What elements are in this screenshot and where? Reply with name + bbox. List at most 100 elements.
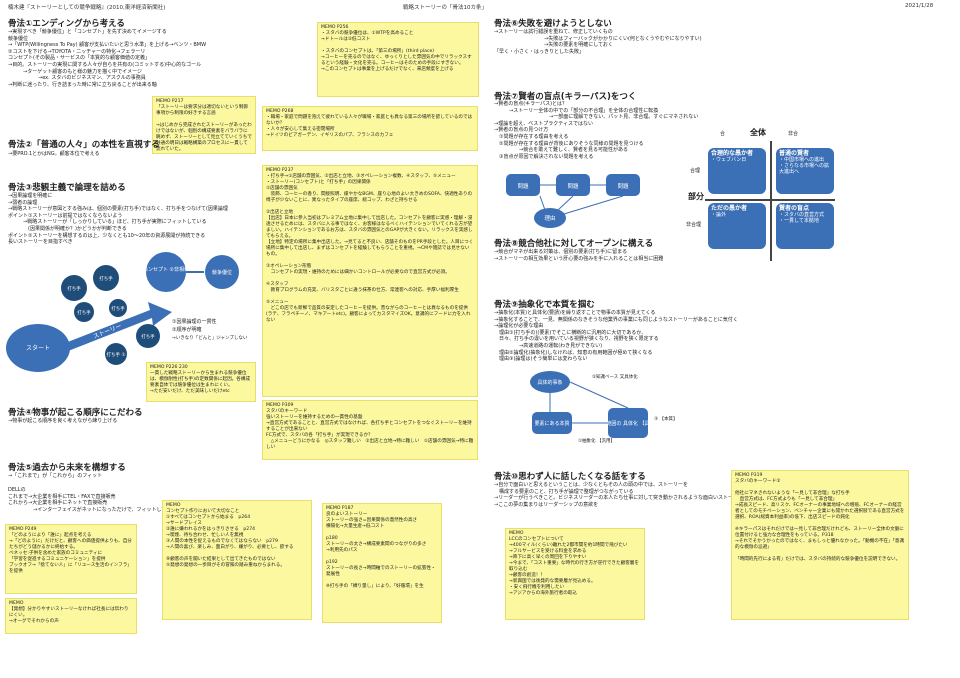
memo-p268: MEMO P268 ・職場・家庭で問題を抱えて疲れている人々が職場・家庭とも異な…	[262, 106, 478, 151]
section-body-3: →因果論理を明確に →弱者の論理 →戦略ストーリーが意図とする強みは、個別の要素…	[8, 193, 228, 246]
memo-p319: MEMO P319 スタバのキーワード② 他社にマネされないような「一見して非合…	[731, 470, 909, 620]
section-body-1: →実現すべき「競争優位」と「コンセプト」を先ず決めてイメージする 競争優位 →「…	[8, 29, 206, 88]
text-line: →「これまで」が「これから」のフィット	[8, 473, 103, 479]
advantage-label: 競争優位	[212, 269, 232, 276]
reason-label: 理由	[544, 214, 555, 222]
axis-g: 合	[720, 131, 726, 137]
abstraction-cycle: 具体的事象 要素にある本質 応用範囲の 具体化 【具体】 ②知識ベース 又具体化…	[530, 371, 677, 444]
cycle-arrow	[569, 381, 629, 409]
memo-p237: MEMO P237 ・打ち手→①店舗の雰囲気、②出店と立地、③オペレーション複数…	[262, 165, 478, 397]
text-line: →賢者の盲点の見つけ方	[494, 127, 549, 134]
dell-notes: DELLの これまで→大企業を相手にTEL・FAXで直接販売 これから→大企業を…	[8, 487, 166, 513]
memo-p226: MEMO P226 230 一貫した戦略ストーリーから生まれる競争優位は、模倣耐…	[146, 362, 256, 402]
flow-arrow	[563, 195, 624, 215]
memo-p187: MEMO P187 良のよいストーリー ストーリーの強さ=因果関係の蓋然性の高さ…	[322, 503, 442, 623]
story-arrow	[60, 302, 172, 353]
text-line: 日々、打ち手の違いを用いている視野が狭くなり、視野を狭く限定する	[494, 336, 659, 343]
section-body-4: →物事が起こる順序を良く考えながら練り上げる	[8, 418, 117, 425]
section-heading-10: 骨法⑩思わず人に話したくなる話をする	[494, 472, 646, 482]
section-body-6: →ストーリーは試行錯誤を重ねて、修正していくもの →失敗はフィーバックがかかりに…	[494, 29, 702, 55]
text-line: ①問題が存在する理由を考える	[494, 133, 569, 140]
text-line: →目的。ストーリーの実現に関する人々が自らを共有の(コミットする)中心的なゴール	[8, 61, 202, 68]
section-heading-9: 骨法⑨抽象化で本質を掴む	[494, 300, 595, 310]
section-heading-3: 骨法③悲観主義で論理を詰める	[8, 183, 126, 193]
diagram-note: →いきなり「どんと」ジャンプしない	[172, 334, 248, 341]
text-line: →論理化が必要な理由	[494, 323, 544, 330]
move-label: 打ち手	[99, 275, 113, 282]
section-body-2: →要PRO.1とかはNG。顧客本位で考える	[8, 151, 99, 158]
text-line: →自分で面白いと思えるということは、少なくともその人の頭の中では、ストーリーを	[494, 482, 688, 488]
text-line: →戦略ストーリーが「しっかりしている」ほど、打ち手が実際にフィットしている	[8, 219, 207, 226]
story-label: ストーリー	[92, 323, 122, 341]
axis-whole: 全体	[750, 128, 766, 137]
text-line: →抽象化することで、一見、無関係のなきそうな他業界の事業にも同じようなストーリー…	[494, 316, 738, 323]
text-line: →因果論理を明確に	[8, 193, 53, 199]
section-body-9: →抽象化(本質)と具体化(要請)を繰り返すことで物事の本質が見えてくる →抽象化…	[494, 310, 738, 363]
text-line: これから→大企業を相手にネットで直接販売	[8, 500, 108, 507]
text-line: →失敗はフィーバックがかかりにくい(何となくうやむやになりやすい)	[494, 35, 702, 42]
diagram-note: ①因果論理の一貫性	[172, 318, 216, 325]
cycle-node	[530, 371, 570, 393]
problem-box	[606, 174, 640, 196]
move-label: 打ち手	[111, 305, 125, 312]
move-circle	[109, 299, 127, 317]
diagram-note: ②順序が明確	[172, 326, 201, 333]
cycle-label: 応用範囲の 具体化 【具体】	[596, 420, 659, 427]
concept-label: コンセプト ②非相利	[143, 266, 189, 273]
memo-lcc: MEMO LCCのコンセプトについて →400マイル(くらい)離れた2都市間を約…	[505, 528, 645, 620]
cycle-label: 要素にある本質	[534, 420, 569, 427]
memo-p249: MEMO P249 「どのようにより「誰に」起点を考える →「どのように」だけだ…	[5, 524, 137, 594]
quadrant-ordinary-wise: 普通の賢者・中国市場への進出 ・さらなる市場への拡大進出へ	[776, 148, 834, 194]
problem-box	[556, 174, 590, 196]
text-line: 理由①(打ち手の)(要素)でそこに横断的に汎用的に大切であるか、	[494, 329, 647, 336]
text-line: →ストーリー全体の中での「部分の不合理」を全体の合理性に転換	[494, 107, 659, 114]
cycle-note: ①抽象化 【汎用】	[578, 437, 615, 444]
move-label: 打ち手	[77, 309, 91, 316]
header-center: 戦略ストーリーの「骨法10カ条」	[403, 5, 487, 11]
memo-p256: MEMO P256 ・スタバの競争優位は、①WTPを高めること →ドトールは②低…	[317, 22, 479, 97]
reason-circle	[534, 208, 566, 228]
text-line: →ここの夢の集まりはリーダーシップの意欲を	[494, 501, 599, 508]
text-line: →要PRO.1とかはNG。顧客本位で考える	[8, 151, 100, 157]
flow-arrow	[539, 195, 546, 211]
section-heading-1: 骨法①エンディングから考える	[8, 19, 125, 29]
text-line: ポイント②ストーリーを構想するのは上、少なくとも10～20年の資源展開が持続でき…	[8, 232, 206, 239]
text-line: 理由②論理化(抽象化)しなければ、知恵の有用範囲が極めて狭くなる	[494, 349, 653, 356]
text-line: →抽象化(本質)と具体化(要請)を繰り返すことで物事の本質が見えてくる	[494, 310, 656, 316]
section-heading-5: 骨法⑤過去から未来を構想する	[8, 463, 126, 473]
move-circle	[93, 265, 119, 291]
quadrant-wise-blindspot: 賢者の盲点・スタバの直営方式 ・一貫して本拠地	[776, 203, 834, 249]
story-diagram: スタート ストーリー コンセプト ②非相利 競争優位 打ち手 打ち手 打ち手 打…	[6, 252, 248, 372]
text-line: →ターゲット顧客のもと様の魅力を描く中でイメージ	[8, 68, 142, 75]
text-line: →判断に迷ったり、行き詰まった時に常に立ち戻ることが出来る軸	[8, 81, 157, 88]
text-line: ポイント①ストーリーは前提ではなくならないよう	[8, 212, 123, 219]
text-line: →理論を超え、ベストプラクティスではない	[494, 120, 593, 127]
move-circle	[136, 324, 160, 348]
section-heading-8: 骨法⑧競合他社に対してオープンに構える	[494, 239, 654, 249]
memo-p217: MEMO P217 「ストーリーは要求分は適切ないという制御事項から制限の好きす…	[152, 96, 256, 154]
text-line: (因果関係が明確か？)かどうかが判断できる	[8, 225, 127, 232]
move-label: 打ち手	[67, 285, 81, 292]
move-circle	[61, 275, 87, 301]
text-line: →戦略ストーリーが意図とする強みは、個別の要素(打ち手)ではなく、打ち手をつなげ…	[8, 206, 228, 213]
text-line: →ストーリーは試行錯誤を重ねて、修正していくもの	[494, 29, 613, 35]
move-label: 打ち手 ①	[107, 351, 126, 358]
text-line: 長いストーリーを目指すべき	[8, 239, 73, 246]
text-line: ②問題が存在する理由が背後にありそうな同様の問題を見つける	[494, 140, 644, 147]
text-line: 「早く・小さく・はっきりとした失敗」	[494, 48, 585, 55]
text-line: →インターフェイスがネットになっただけで、フィットして	[8, 506, 167, 513]
cycle-node	[532, 412, 572, 434]
section-body-10: →自分で面白いと思えるということは、少なくともその人の頭の中では、ストーリーを …	[494, 482, 733, 508]
axis-part: 部分	[688, 192, 704, 201]
text-line: →リーダーが行うべきこと。ビジネスリーダーの本人たち仕事に対して突き動かされるよ…	[494, 495, 734, 502]
section-heading-7: 骨法⑦賢者の盲点(キラーパス)をつく	[494, 92, 637, 102]
text-line: 競争優位	[8, 35, 29, 42]
axis-higou: 非合理	[686, 222, 702, 228]
section-body-5: →「これまで」が「これから」のフィット	[8, 473, 102, 480]
problem-label: 問題	[567, 183, 579, 190]
text-line: →賢者の盲点(キラーパス)とは？	[494, 101, 568, 107]
quadrant-rational-fool: 合理的な愚か者・ウェブバン日	[708, 148, 766, 194]
problem-label: 問題	[517, 183, 529, 190]
quadrant-plain-fool: ただの愚か者・論外	[708, 203, 766, 249]
text-line: →ストーリーの相互効果という肝心要の強みを手に入れることは相当に困難	[494, 255, 664, 262]
